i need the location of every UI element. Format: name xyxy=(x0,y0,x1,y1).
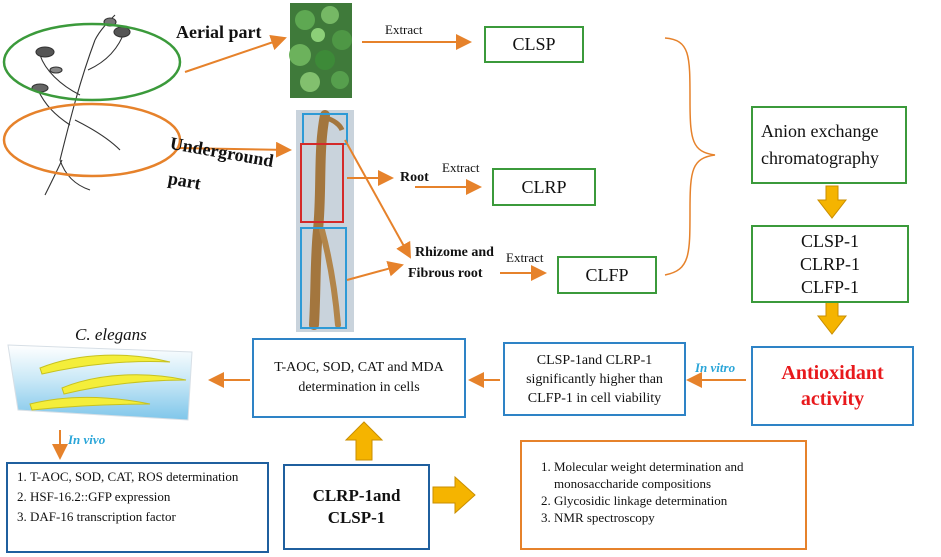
clfp-1-label: CLFP-1 xyxy=(800,276,860,297)
rhizome-label-line2: Fibrous root xyxy=(408,266,483,281)
clfp-label: CLFP xyxy=(585,264,629,285)
cells-determination-box: T-AOC, SOD, CAT and MDA determination in… xyxy=(252,338,466,418)
clsp-box: CLSP xyxy=(484,26,584,63)
cell-viability-line3: CLFP-1 in cell viability xyxy=(527,390,662,406)
in-vivo-assay-item: HSF-16.2::GFP expression xyxy=(30,488,238,505)
structure-item: NMR spectroscopy xyxy=(554,509,797,526)
structure-list: Molecular weight determination and monos… xyxy=(522,458,805,526)
clrp-box: CLRP xyxy=(492,168,596,206)
aerial-part-label: Aerial part xyxy=(176,22,262,42)
clsp-1-label: CLSP-1 xyxy=(800,230,860,251)
flow-arrows xyxy=(52,34,746,460)
purified-fractions-box: CLSP-1 CLRP-1 CLFP-1 xyxy=(751,225,909,303)
structure-item: Glycosidic linkage determination xyxy=(554,492,797,509)
selected-line1: CLRP-1and xyxy=(312,486,401,505)
anion-exchange-line1: Anion exchange xyxy=(761,121,879,141)
c-elegans-dish xyxy=(7,344,193,421)
antioxidant-line2: activity xyxy=(800,388,865,410)
root-photo xyxy=(296,110,354,332)
cell-viability-line2: significantly higher than xyxy=(526,371,663,387)
root-label: Root xyxy=(400,170,429,185)
in-vivo-assays-box: T-AOC, SOD, CAT, ROS determination HSF-1… xyxy=(6,462,269,553)
grouping-brace xyxy=(664,37,716,276)
extract-label-clfp: Extract xyxy=(506,250,544,265)
rhizome-label-line1: Rhizome and xyxy=(415,245,494,260)
in-vivo-label: In vivo xyxy=(68,432,106,447)
selected-line2: CLSP-1 xyxy=(327,508,386,527)
clrp-label: CLRP xyxy=(521,176,567,197)
aerial-photo xyxy=(289,3,352,98)
in-vivo-assay-item: DAF-16 transcription factor xyxy=(30,508,238,525)
in-vivo-assay-item: T-AOC, SOD, CAT, ROS determination xyxy=(30,468,238,485)
anion-exchange-box: Anion exchange chromatography xyxy=(751,106,907,184)
structure-item: Molecular weight determination and monos… xyxy=(554,458,797,492)
in-vivo-assays-list: T-AOC, SOD, CAT, ROS determination HSF-1… xyxy=(8,468,244,525)
antioxidant-line1: Antioxidant xyxy=(781,362,884,384)
cell-viability-box: CLSP-1and CLRP-1 significantly higher th… xyxy=(503,342,686,416)
structure-characterization-box: Molecular weight determination and monos… xyxy=(520,440,807,550)
clfp-box: CLFP xyxy=(557,256,657,294)
antioxidant-activity-box: Antioxidant activity xyxy=(751,346,914,426)
extract-label-clsp: Extract xyxy=(385,22,423,37)
clsp-label: CLSP xyxy=(512,34,556,54)
cells-line2: determination in cells xyxy=(298,380,420,395)
c-elegans-label: C. elegans xyxy=(75,325,147,344)
in-vitro-label: In vitro xyxy=(695,360,736,375)
anion-exchange-line2: chromatography xyxy=(761,148,879,168)
cell-viability-line1: CLSP-1and CLRP-1 xyxy=(536,352,653,368)
underground-ellipse xyxy=(2,102,182,178)
aerial-ellipse xyxy=(2,22,182,102)
cells-line1: T-AOC, SOD, CAT and MDA xyxy=(274,360,444,375)
selected-polysaccharides-box: CLRP-1and CLSP-1 xyxy=(283,464,430,550)
clrp-1-label: CLRP-1 xyxy=(799,253,860,274)
extract-label-clrp: Extract xyxy=(442,160,480,175)
gold-arrows xyxy=(344,185,848,515)
